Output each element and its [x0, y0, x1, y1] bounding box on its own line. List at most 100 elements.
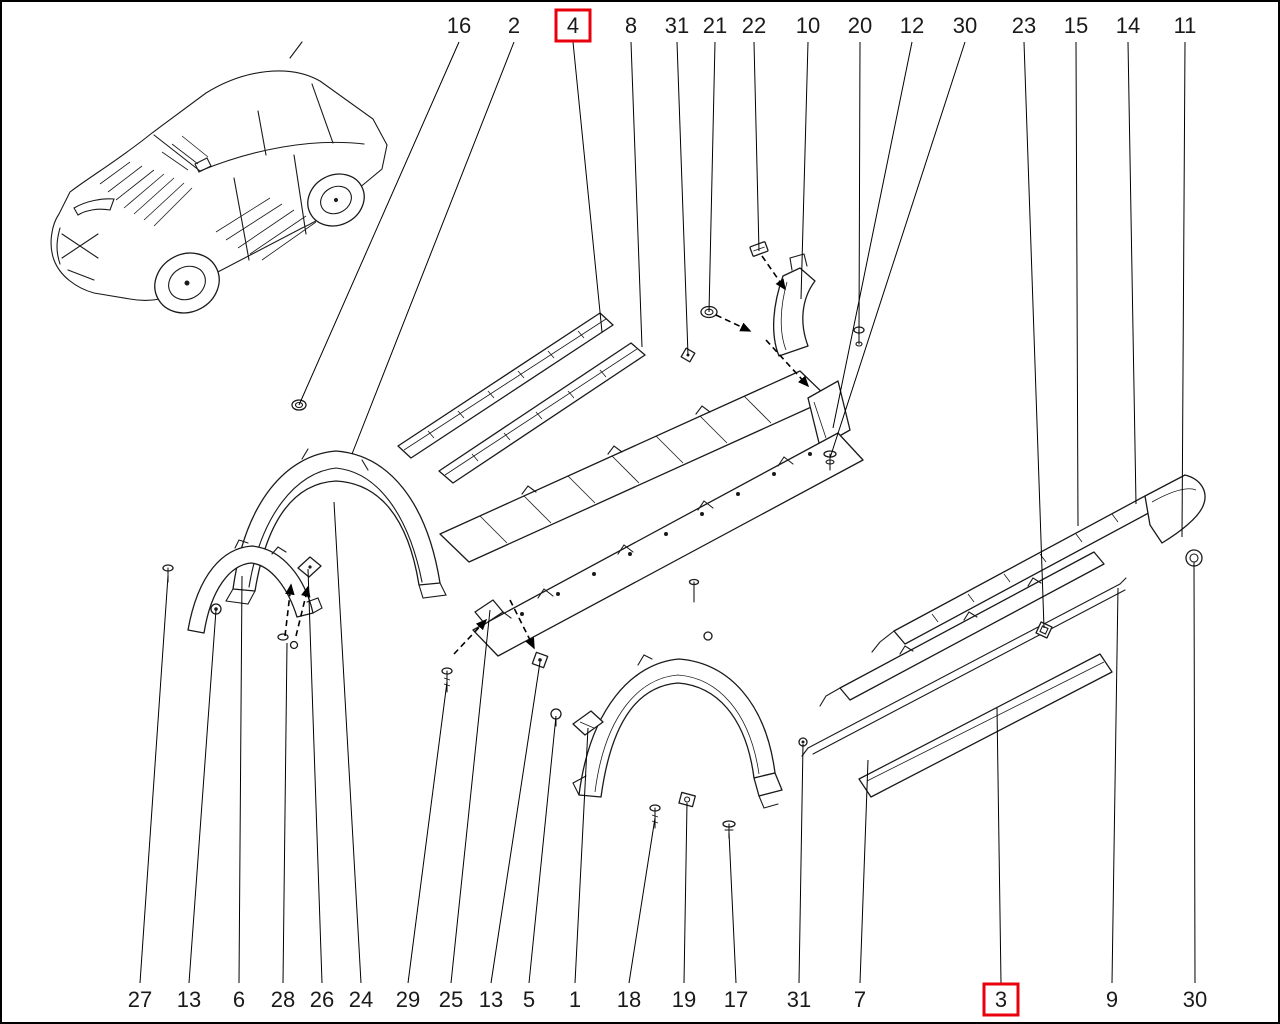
callout-31[interactable]: 31	[787, 743, 811, 1012]
leader-line	[832, 41, 913, 429]
callout-number[interactable]: 23	[1012, 13, 1036, 38]
callout-31[interactable]: 31	[665, 13, 689, 356]
callout-5[interactable]: 5	[523, 715, 557, 1012]
leader-line	[996, 707, 1002, 984]
callout-number[interactable]: 15	[1064, 13, 1088, 38]
callout-18[interactable]: 18	[617, 817, 656, 1012]
callout-number[interactable]: 25	[439, 987, 463, 1012]
leader-line	[298, 41, 460, 406]
callout-number[interactable]: 14	[1116, 13, 1140, 38]
callout-number[interactable]: 6	[233, 987, 245, 1012]
callout-number[interactable]: 19	[672, 987, 696, 1012]
callout-number[interactable]: 26	[310, 987, 334, 1012]
leader-line	[1127, 41, 1137, 505]
leader-line	[858, 41, 861, 336]
callout-7[interactable]: 7	[854, 759, 869, 1012]
callout-28[interactable]: 28	[271, 642, 295, 1012]
leader-line	[1193, 561, 1196, 984]
callout-number[interactable]: 3	[995, 987, 1007, 1012]
callout-number[interactable]: 29	[396, 987, 420, 1012]
callout-6[interactable]: 6	[233, 575, 245, 1012]
front-arch-bracket	[297, 556, 322, 578]
callout-8[interactable]: 8	[625, 13, 643, 348]
front-wheel-arch-molding	[225, 448, 447, 605]
nut-19	[678, 791, 696, 808]
callout-number[interactable]: 31	[787, 987, 811, 1012]
callout-number[interactable]: 24	[349, 987, 373, 1012]
callout-4[interactable]: 4	[554, 8, 603, 333]
leader-line	[829, 41, 966, 459]
leader-line	[728, 832, 737, 984]
callout-number[interactable]: 18	[617, 987, 641, 1012]
pin-20	[853, 326, 865, 347]
callout-number[interactable]: 2	[508, 13, 520, 38]
leader-line	[307, 568, 323, 984]
callout-23[interactable]: 23	[1012, 13, 1045, 629]
leader-line	[574, 727, 589, 984]
callout-15[interactable]: 15	[1064, 13, 1088, 527]
callout-22[interactable]: 22	[742, 13, 766, 252]
screw-18	[649, 804, 661, 829]
right-sill-end-cap	[1144, 474, 1206, 544]
callout-3[interactable]: 3	[982, 707, 1020, 1017]
callout-number[interactable]: 8	[625, 13, 637, 38]
right-rail	[801, 577, 1127, 757]
callout-number[interactable]: 9	[1106, 987, 1118, 1012]
callout-number[interactable]: 13	[177, 987, 201, 1012]
callout-number[interactable]: 21	[703, 13, 727, 38]
callout-number[interactable]: 30	[1183, 987, 1207, 1012]
callout-number[interactable]: 16	[447, 13, 471, 38]
callout-21[interactable]: 21	[703, 13, 727, 313]
callout-9[interactable]: 9	[1106, 587, 1119, 1012]
callout-20[interactable]: 20	[848, 13, 872, 336]
callout-number[interactable]: 12	[900, 13, 924, 38]
leader-line	[450, 609, 491, 984]
leader-line	[800, 41, 809, 300]
callout-number[interactable]: 20	[848, 13, 872, 38]
callout-17[interactable]: 17	[724, 832, 748, 1012]
callout-30[interactable]: 30	[829, 13, 977, 459]
callout-number[interactable]: 31	[665, 13, 689, 38]
callout-19[interactable]: 19	[672, 802, 696, 1012]
callout-29[interactable]: 29	[396, 681, 448, 1012]
callout-10[interactable]: 10	[796, 13, 820, 300]
callout-13[interactable]: 13	[177, 609, 217, 1012]
leader-line	[188, 609, 217, 984]
callout-number[interactable]: 17	[724, 987, 748, 1012]
vehicle-overview-sketch	[50, 41, 388, 314]
leader-line	[1075, 41, 1079, 527]
leader-line	[753, 41, 760, 252]
highlight-box	[982, 982, 1020, 1017]
front-wheel-arch-liner	[187, 539, 323, 634]
callout-2[interactable]: 2	[351, 13, 520, 455]
callout-16[interactable]: 16	[298, 13, 471, 406]
sill-panel-riveted	[472, 432, 864, 657]
rivet-dots	[520, 452, 812, 616]
callout-number[interactable]: 22	[742, 13, 766, 38]
callout-11[interactable]: 11	[1174, 13, 1197, 538]
callout-30[interactable]: 30	[1183, 561, 1207, 1012]
callout-number[interactable]: 28	[271, 987, 295, 1012]
callout-14[interactable]: 14	[1116, 13, 1140, 505]
callout-13[interactable]: 13	[479, 661, 541, 1012]
callout-12[interactable]: 12	[832, 13, 924, 429]
callout-27[interactable]: 27	[128, 575, 169, 1012]
callout-number[interactable]: 4	[567, 13, 579, 38]
leader-line	[859, 759, 869, 984]
rear-wheel-arch-molding	[572, 654, 783, 809]
callout-1[interactable]: 1	[569, 727, 589, 1012]
callout-number[interactable]: 30	[953, 13, 977, 38]
callout-number[interactable]: 1	[569, 987, 581, 1012]
callout-number[interactable]: 7	[854, 987, 866, 1012]
top-callouts: 16 2 4 8 31 21 22 10 20 12 30 23 15 14 11	[298, 8, 1197, 629]
callout-number[interactable]: 13	[479, 987, 503, 1012]
rivet-28	[277, 633, 299, 650]
callout-25[interactable]: 25	[439, 609, 491, 1012]
callout-26[interactable]: 26	[307, 568, 334, 1012]
callout-number[interactable]: 5	[523, 987, 535, 1012]
callout-number[interactable]: 27	[128, 987, 152, 1012]
callout-24[interactable]: 24	[333, 501, 373, 1012]
callout-number[interactable]: 11	[1174, 13, 1197, 38]
callout-number[interactable]: 10	[796, 13, 820, 38]
